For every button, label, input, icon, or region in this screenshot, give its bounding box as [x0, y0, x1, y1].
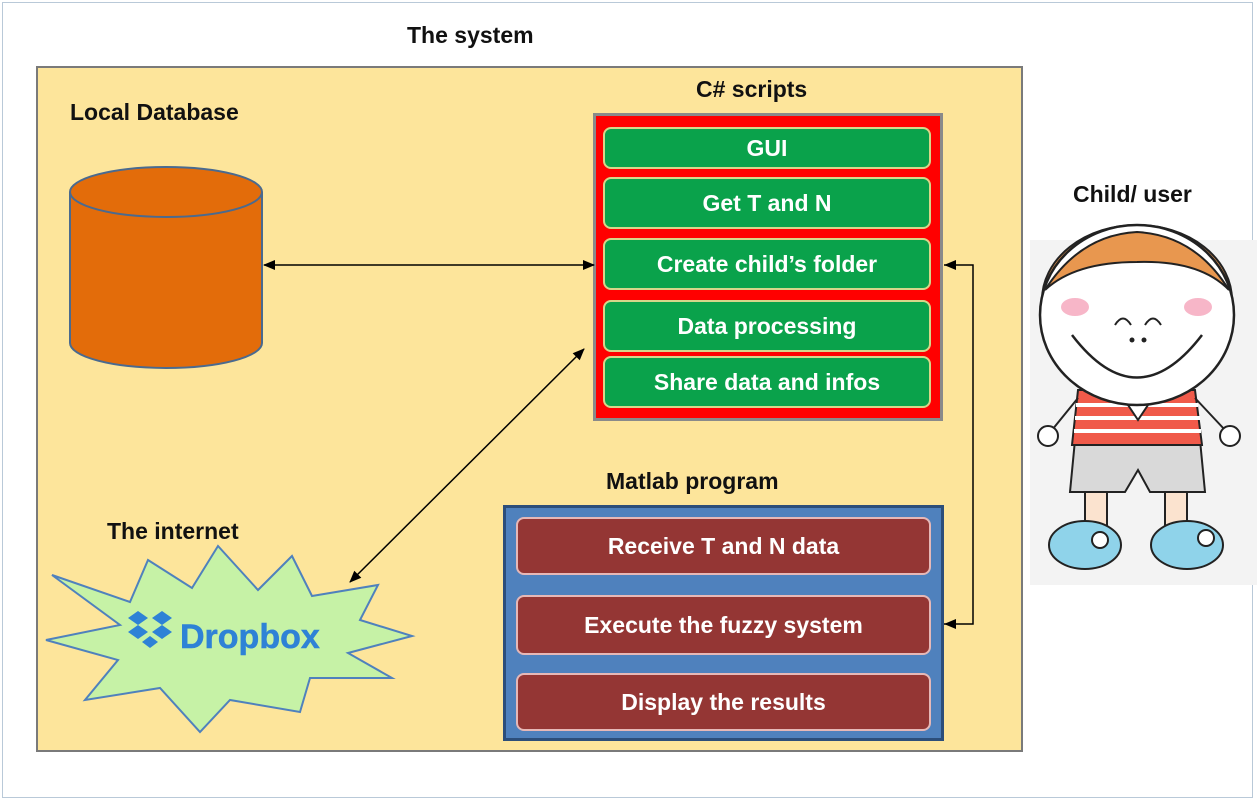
dropbox-logo-icon [128, 611, 172, 648]
matlab-item-execute: Execute the fuzzy system [516, 595, 931, 655]
user-label: Child/ user [1073, 181, 1192, 207]
csharp-item-get-t-n: Get T and N [603, 177, 931, 229]
dropbox-text: Dropbox [180, 618, 320, 656]
internet-starburst-icon [45, 544, 416, 734]
csharp-item-create-folder: Create child’s folder [603, 238, 931, 290]
csharp-item-gui: GUI [603, 127, 931, 169]
system-title: The system [407, 22, 534, 48]
child-user-illustration [1030, 223, 1257, 585]
internet-label: The internet [107, 518, 239, 544]
csharp-title: C# scripts [696, 76, 808, 102]
csharp-item-data-processing: Data processing [603, 300, 931, 352]
matlab-title: Matlab program [606, 468, 779, 494]
arrow-csharp-matlab [944, 260, 974, 629]
local-database-label: Local Database [70, 99, 239, 125]
database-icon [69, 166, 263, 369]
matlab-item-display: Display the results [516, 673, 931, 731]
csharp-item-share-data: Share data and infos [603, 356, 931, 408]
matlab-item-receive: Receive T and N data [516, 517, 931, 575]
arrow-internet-csharp [349, 348, 585, 583]
